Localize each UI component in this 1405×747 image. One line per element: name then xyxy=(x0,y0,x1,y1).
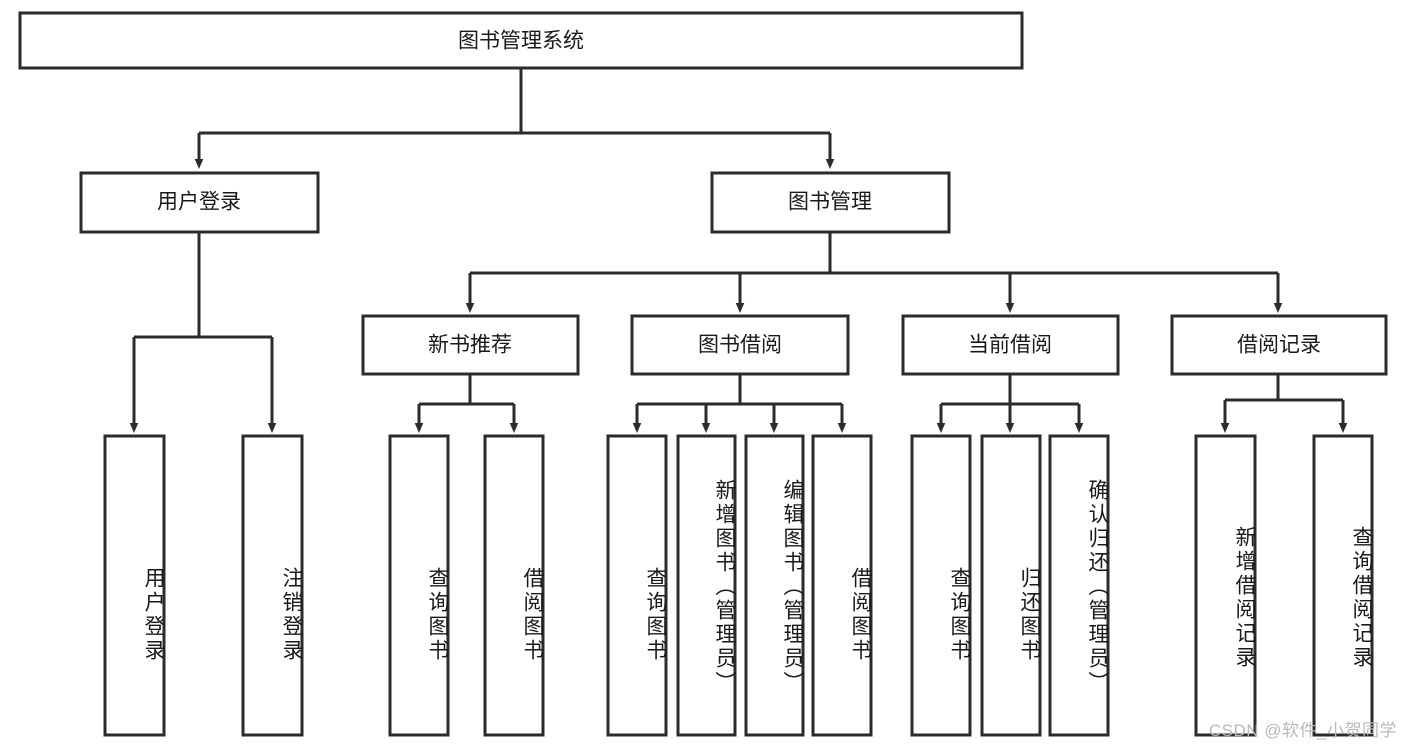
node-leaf-logout-login[interactable] xyxy=(241,434,304,737)
node-current-borrow[interactable]: 当前借阅 xyxy=(901,314,1120,376)
connector-currentborrow-to-leaves xyxy=(941,374,1079,424)
node-current-borrow-label: 当前借阅 xyxy=(968,334,1052,357)
node-leaf-query-book-3[interactable] xyxy=(910,434,972,737)
connector-bookmanage-to-level3 xyxy=(470,232,1278,304)
node-leaf-confirm-return[interactable] xyxy=(1048,434,1110,737)
node-new-book-recommend-label: 新书推荐 xyxy=(428,334,512,357)
node-leaf-borrow-book-2[interactable] xyxy=(811,434,873,737)
node-leaf-user-login[interactable] xyxy=(103,434,166,737)
node-book-borrow-label: 图书借阅 xyxy=(698,334,782,357)
node-borrow-record-label: 借阅记录 xyxy=(1237,334,1321,357)
node-root-label: 图书管理系统 xyxy=(458,30,584,53)
connector-borrowrecord-to-leaves xyxy=(1225,374,1343,424)
node-user-login[interactable]: 用户登录 xyxy=(79,171,320,234)
node-leaf-edit-book[interactable] xyxy=(744,434,805,737)
node-new-book-recommend[interactable]: 新书推荐 xyxy=(361,314,580,376)
node-borrow-record[interactable]: 借阅记录 xyxy=(1170,314,1388,376)
node-leaf-query-record[interactable] xyxy=(1312,434,1374,737)
node-book-manage[interactable]: 图书管理 xyxy=(710,171,951,234)
node-leaf-return-book[interactable] xyxy=(980,434,1042,737)
connector-newbook-to-leaves xyxy=(419,374,514,424)
node-book-borrow[interactable]: 图书借阅 xyxy=(630,314,850,376)
node-book-manage-label: 图书管理 xyxy=(788,191,872,214)
watermark-text: CSDN @软件_小贺同学 xyxy=(1208,721,1397,740)
node-leaf-add-record[interactable] xyxy=(1194,434,1257,737)
node-root[interactable]: 图书管理系统 xyxy=(18,11,1024,70)
node-user-login-label: 用户登录 xyxy=(157,191,241,214)
connector-userlogin-to-leaves xyxy=(134,232,272,424)
node-leaf-borrow-book-1[interactable] xyxy=(483,434,545,737)
node-leaf-query-book-1[interactable] xyxy=(388,434,450,737)
node-leaf-query-book-2[interactable] xyxy=(606,434,668,737)
connector-bookborrow-to-leaves xyxy=(637,374,842,424)
node-leaf-add-book[interactable] xyxy=(676,434,737,737)
connector-root-to-level2 xyxy=(199,68,830,160)
